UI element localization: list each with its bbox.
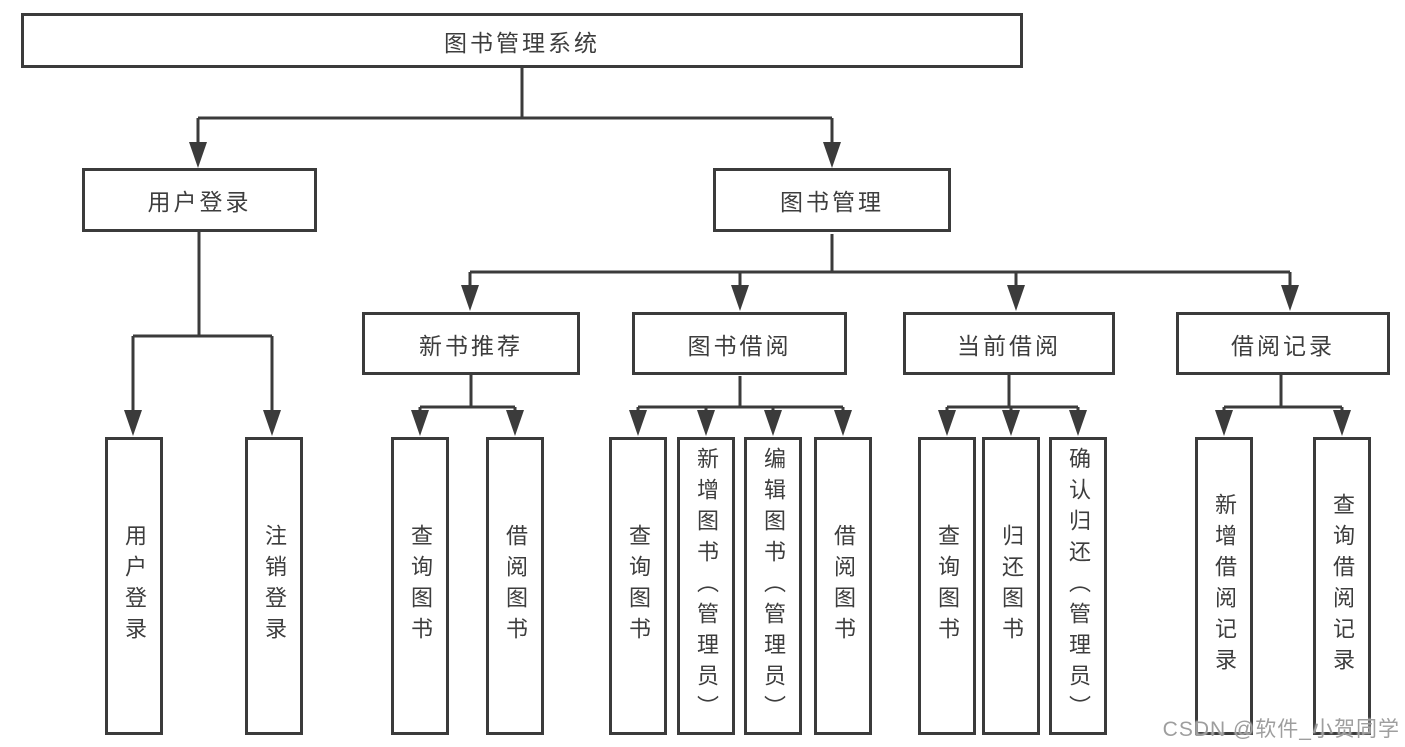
leaf-user-login-label: 用户登录 <box>122 524 147 648</box>
node-user-login-label: 用户登录 <box>147 189 252 215</box>
leaf-borrow-books: 借阅图书 <box>814 437 872 735</box>
leaf-logout: 注销登录 <box>245 437 303 735</box>
arrowheads <box>124 142 1351 436</box>
leaf-borrow-query-books: 查询图书 <box>609 437 667 735</box>
node-current-borrow-label: 当前借阅 <box>957 332 1061 359</box>
leaf-return-books-label: 归还图书 <box>999 524 1024 648</box>
node-root-label: 图书管理系统 <box>444 29 600 56</box>
leaf-add-books-admin: 新增图书（管理员） <box>677 437 735 735</box>
node-new-book-recommend-label: 新书推荐 <box>419 332 523 359</box>
leaf-edit-books-admin-label: 编辑图书（管理员） <box>761 446 786 726</box>
leaf-logout-label: 注销登录 <box>262 524 287 648</box>
leaf-borrow-query-books-label: 查询图书 <box>626 524 651 648</box>
csdn-watermark: CSDN @软件_小贺同学 <box>1162 718 1400 741</box>
leaf-current-query-books: 查询图书 <box>918 437 976 735</box>
node-user-login: 用户登录 <box>82 168 317 232</box>
leaf-confirm-return-admin-label: 确认归还（管理员） <box>1066 446 1091 726</box>
leaf-recommend-borrow-books-label: 借阅图书 <box>503 524 528 648</box>
node-book-management: 图书管理 <box>713 168 951 232</box>
node-book-borrow: 图书借阅 <box>632 312 847 375</box>
leaf-query-borrow-record: 查询借阅记录 <box>1313 437 1371 735</box>
node-borrow-records-label: 借阅记录 <box>1231 332 1335 359</box>
leaf-add-books-admin-label: 新增图书（管理员） <box>694 446 719 726</box>
leaf-edit-books-admin: 编辑图书（管理员） <box>744 437 802 735</box>
node-book-borrow-label: 图书借阅 <box>687 332 792 359</box>
node-current-borrow: 当前借阅 <box>903 312 1115 375</box>
node-new-book-recommend: 新书推荐 <box>362 312 580 375</box>
leaf-recommend-borrow-books: 借阅图书 <box>486 437 544 735</box>
leaf-recommend-query-books: 查询图书 <box>391 437 449 735</box>
leaf-return-books: 归还图书 <box>982 437 1040 735</box>
leaf-borrow-books-label: 借阅图书 <box>831 524 856 648</box>
leaf-add-borrow-record: 新增借阅记录 <box>1195 437 1253 735</box>
leaf-query-borrow-record-label: 查询借阅记录 <box>1330 493 1355 679</box>
leaf-recommend-query-books-label: 查询图书 <box>408 524 433 648</box>
leaf-user-login: 用户登录 <box>105 437 163 735</box>
leaf-current-query-books-label: 查询图书 <box>935 524 960 648</box>
node-book-management-label: 图书管理 <box>780 189 884 215</box>
node-borrow-records: 借阅记录 <box>1176 312 1390 375</box>
leaf-confirm-return-admin: 确认归还（管理员） <box>1049 437 1107 735</box>
node-root: 图书管理系统 <box>21 13 1023 68</box>
leaf-add-borrow-record-label: 新增借阅记录 <box>1212 493 1237 679</box>
